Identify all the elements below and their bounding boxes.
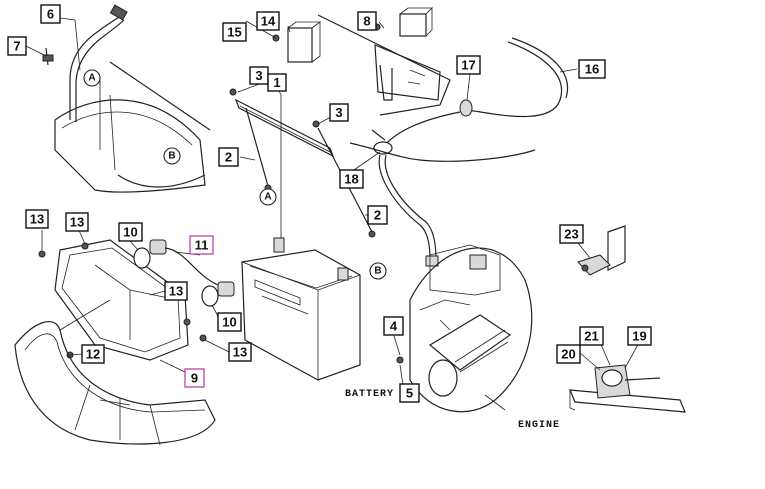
callout-3a: 3 — [249, 66, 269, 85]
svg-text:13: 13 — [169, 284, 183, 299]
callout-3b: 3 — [329, 103, 349, 122]
callout-17: 17 — [456, 55, 481, 75]
svg-text:13: 13 — [233, 345, 247, 360]
callout-18: 18 — [339, 169, 364, 189]
svg-text:A: A — [88, 73, 95, 84]
svg-text:10: 10 — [222, 315, 236, 330]
svg-text:3: 3 — [255, 68, 262, 83]
front-cowl-panel — [14, 299, 216, 446]
ref-b-top: B — [163, 147, 181, 165]
svg-text:7: 7 — [13, 39, 20, 54]
svg-text:1: 1 — [273, 75, 280, 90]
ref-a-top: A — [83, 69, 101, 87]
callout-4: 4 — [383, 316, 404, 336]
svg-text:13: 13 — [30, 212, 44, 227]
callout-2a: 2 — [218, 147, 239, 167]
ref-b-bottom: B — [369, 262, 387, 280]
svg-text:6: 6 — [47, 7, 54, 22]
svg-text:10: 10 — [123, 225, 137, 240]
svg-text:5: 5 — [406, 386, 413, 401]
callout-12: 12 — [81, 344, 105, 364]
svg-text:13: 13 — [70, 215, 84, 230]
callout-23: 23 — [559, 224, 584, 244]
svg-text:16: 16 — [585, 62, 599, 77]
relay-bracket-assembly — [272, 7, 451, 116]
svg-text:2: 2 — [374, 208, 381, 223]
callout-6: 6 — [40, 4, 61, 24]
callout-16: 16 — [578, 59, 606, 79]
callout-13a: 13 — [25, 209, 49, 229]
callout-13d: 13 — [228, 342, 252, 362]
svg-text:12: 12 — [86, 347, 100, 362]
svg-text:21: 21 — [584, 329, 598, 344]
engine-starter-illustration — [396, 244, 533, 413]
svg-text:14: 14 — [261, 14, 276, 29]
callout-9: 9 — [184, 368, 205, 388]
callout-20: 20 — [556, 344, 581, 364]
callout-13c: 13 — [164, 281, 188, 301]
callout-7: 7 — [7, 36, 27, 56]
svg-text:3: 3 — [335, 105, 342, 120]
callout-10a: 10 — [118, 222, 143, 242]
headlight-assembly — [38, 239, 235, 361]
callout-13b: 13 — [65, 212, 89, 232]
battery-tray-assembly — [42, 4, 211, 193]
callout-10b: 10 — [217, 312, 242, 332]
svg-text:B: B — [168, 151, 175, 162]
svg-text:A: A — [264, 192, 271, 203]
svg-text:20: 20 — [561, 347, 575, 362]
svg-text:11: 11 — [195, 238, 209, 253]
battery-caption: BATTERY — [345, 389, 394, 400]
engine-caption: ENGINE — [518, 420, 560, 431]
callout-14: 14 — [256, 11, 280, 31]
callout-21: 21 — [579, 326, 604, 346]
callout-5: 5 — [399, 383, 420, 403]
svg-text:B: B — [374, 266, 381, 277]
svg-text:2: 2 — [225, 150, 232, 165]
callout-1: 1 — [267, 73, 287, 92]
callout-19: 19 — [627, 326, 652, 346]
battery-cable-assembly — [349, 37, 569, 267]
callout-11: 11 — [189, 235, 214, 255]
callout-15: 15 — [222, 22, 247, 42]
sensor-part-23 — [577, 225, 626, 276]
bracket-parts-19-21 — [569, 364, 686, 413]
battery-illustration — [241, 237, 361, 381]
svg-text:17: 17 — [461, 58, 475, 73]
callout-8: 8 — [357, 11, 377, 31]
svg-text:8: 8 — [363, 14, 370, 29]
ref-a-bottom: A — [259, 188, 277, 206]
svg-text:15: 15 — [227, 25, 241, 40]
callout-2b: 2 — [367, 205, 388, 225]
svg-text:19: 19 — [632, 329, 646, 344]
svg-text:4: 4 — [390, 319, 398, 334]
svg-text:23: 23 — [564, 227, 578, 242]
svg-text:9: 9 — [191, 371, 198, 386]
svg-text:18: 18 — [344, 172, 358, 187]
